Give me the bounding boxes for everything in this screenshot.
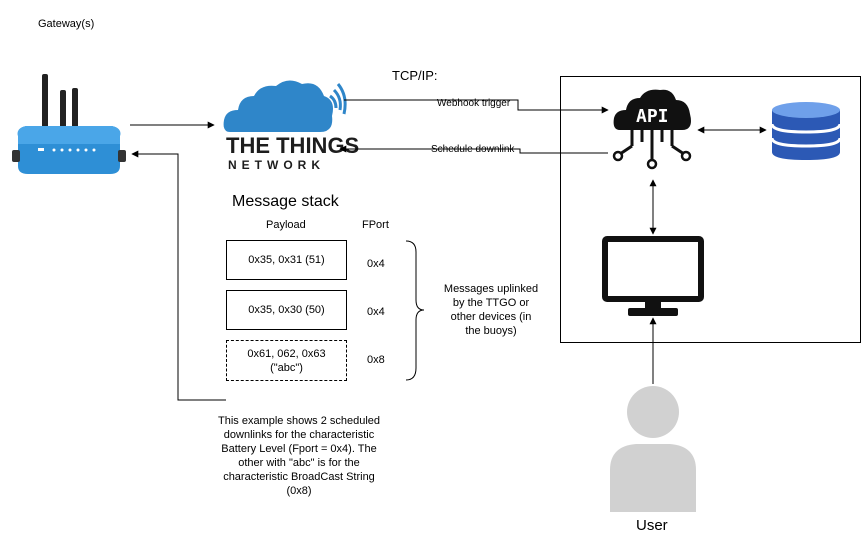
example-note-line: other with "abc" is for the <box>238 457 360 469</box>
example-note-line: Battery Level (Fport = 0x4). The <box>221 443 377 455</box>
message-row-3-fport: 0x8 <box>367 354 385 366</box>
example-note: This example shows 2 scheduled downlinks… <box>204 414 394 498</box>
gateway-label: Gateway(s) <box>38 18 95 30</box>
example-note-line: downlinks for the characteristic <box>223 429 375 441</box>
downlink-arrow <box>339 145 608 154</box>
message-row-1-payload-text: 0x35, 0x31 (51) <box>248 254 325 266</box>
message-row-3-payload-line1: 0x61, 062, 0x63 <box>247 347 326 360</box>
api-cloud-icon <box>612 89 692 170</box>
user-icon <box>610 386 696 512</box>
payload-column-header: Payload <box>266 219 306 231</box>
example-note-line: (0x8) <box>286 485 312 497</box>
gateway-router-icon <box>12 74 126 174</box>
ttn-logo-subtext: NETWORK <box>228 158 325 172</box>
user-label: User <box>636 517 668 534</box>
monitor-icon <box>602 236 704 316</box>
uplink-note-line: other devices (in <box>450 311 532 323</box>
message-stack-title: Message stack <box>232 193 339 210</box>
uplink-note-line: Messages uplinked <box>443 283 539 295</box>
message-row-3-payload-line2: ("abc") <box>270 361 303 374</box>
ttn-cloud-icon <box>223 80 347 132</box>
uplink-brace <box>405 240 425 381</box>
message-row-2-fport: 0x4 <box>367 306 385 318</box>
fport-column-header: FPort <box>362 219 389 231</box>
uplink-note-line: the buoys) <box>465 325 517 337</box>
message-row-3-payload: 0x61, 062, 0x63 ("abc") <box>226 340 347 381</box>
message-row-1-fport: 0x4 <box>367 258 385 270</box>
message-row-2-payload-text: 0x35, 0x30 (50) <box>248 304 325 316</box>
uplink-note-line: by the TTGO or <box>452 297 530 309</box>
example-note-line: characteristic BroadCast String <box>223 471 375 483</box>
stack-to-gateway-arrow <box>131 150 226 401</box>
protocol-label: TCP/IP: <box>392 68 438 83</box>
api-label: API <box>636 106 669 127</box>
example-note-line: This example shows 2 scheduled <box>217 415 381 427</box>
database-icon <box>770 102 842 160</box>
message-row-2-payload: 0x35, 0x30 (50) <box>226 290 347 330</box>
uplink-note: Messages uplinked by the TTGO or other d… <box>432 282 550 338</box>
server-boundary <box>560 76 861 343</box>
webhook-trigger-label: Webhook trigger <box>437 98 511 109</box>
webhook-arrow <box>344 99 609 114</box>
message-row-1-payload: 0x35, 0x31 (51) <box>226 240 347 280</box>
ttn-logo-text: THE THINGS <box>226 133 360 158</box>
